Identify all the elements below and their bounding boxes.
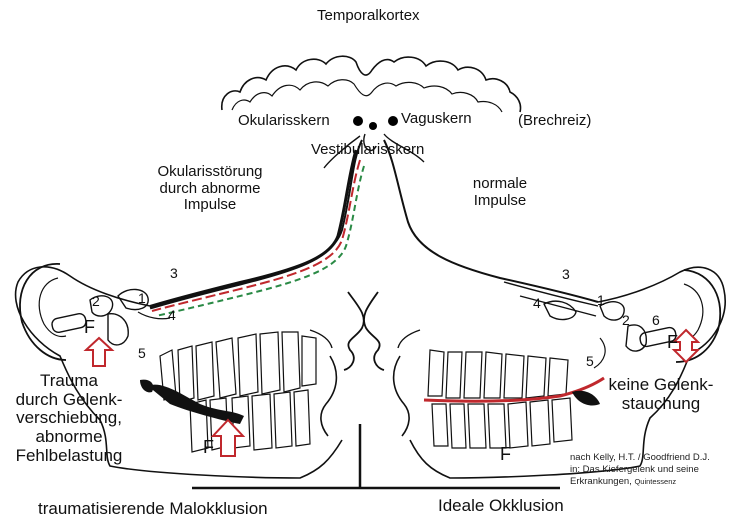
right-force-F-condyle: F — [667, 333, 678, 353]
left-ear — [20, 264, 66, 360]
ocularis-disorder-label: Okularisstörung durch abnorme Impulse — [120, 164, 300, 214]
no-compression-label: keine Gelenk- stauchung — [602, 376, 720, 413]
left-number-5: 5 — [138, 346, 146, 361]
right-number-4: 4 — [533, 296, 541, 311]
left-force-F-tooth: F — [203, 438, 214, 458]
right-number-5: 5 — [586, 354, 594, 369]
right-teeth — [428, 350, 572, 448]
left-number-4: 4 — [168, 308, 176, 323]
right-number-2: 2 — [622, 313, 630, 328]
temporal-cortex-outline — [222, 56, 521, 112]
vagus-nucleus-label: Vaguskern — [401, 111, 472, 128]
vestibular-nucleus-label: Vestibularisskern — [311, 142, 424, 159]
left-number-3: 3 — [170, 266, 178, 281]
left-number-1: 1 — [138, 291, 146, 306]
left-profile — [344, 292, 364, 370]
normal-impulse-label: normale Impulse — [440, 176, 560, 209]
citation: nach Kelly, H.T. / Goodfriend D.J. in: D… — [570, 452, 728, 488]
ocularis-nucleus-dot — [353, 116, 363, 126]
right-number-1: 1 — [597, 293, 605, 308]
right-number-3: 3 — [562, 267, 570, 282]
right-number-6: 6 — [652, 313, 660, 328]
ideal-occlusion-label: Ideale Okklusion — [438, 497, 564, 516]
temporal-cortex-label: Temporalkortex — [317, 8, 420, 25]
arrow-left-condyle — [86, 338, 112, 366]
right-profile — [364, 292, 384, 370]
left-force-F-condyle: F — [84, 318, 95, 338]
vagus-nucleus-dot — [388, 116, 398, 126]
right-force-F-tooth: F — [500, 445, 511, 465]
left-number-2: 2 — [92, 294, 100, 309]
trauma-description: Trauma durch Gelenk- verschiebung, abnor… — [8, 372, 130, 465]
nausea-stimulus-label: (Brechreiz) — [518, 113, 591, 130]
ocularis-nucleus-label: Okularisskern — [238, 113, 330, 130]
traumatizing-malocclusion-label: traumatisierende Malokklusion — [38, 500, 268, 519]
